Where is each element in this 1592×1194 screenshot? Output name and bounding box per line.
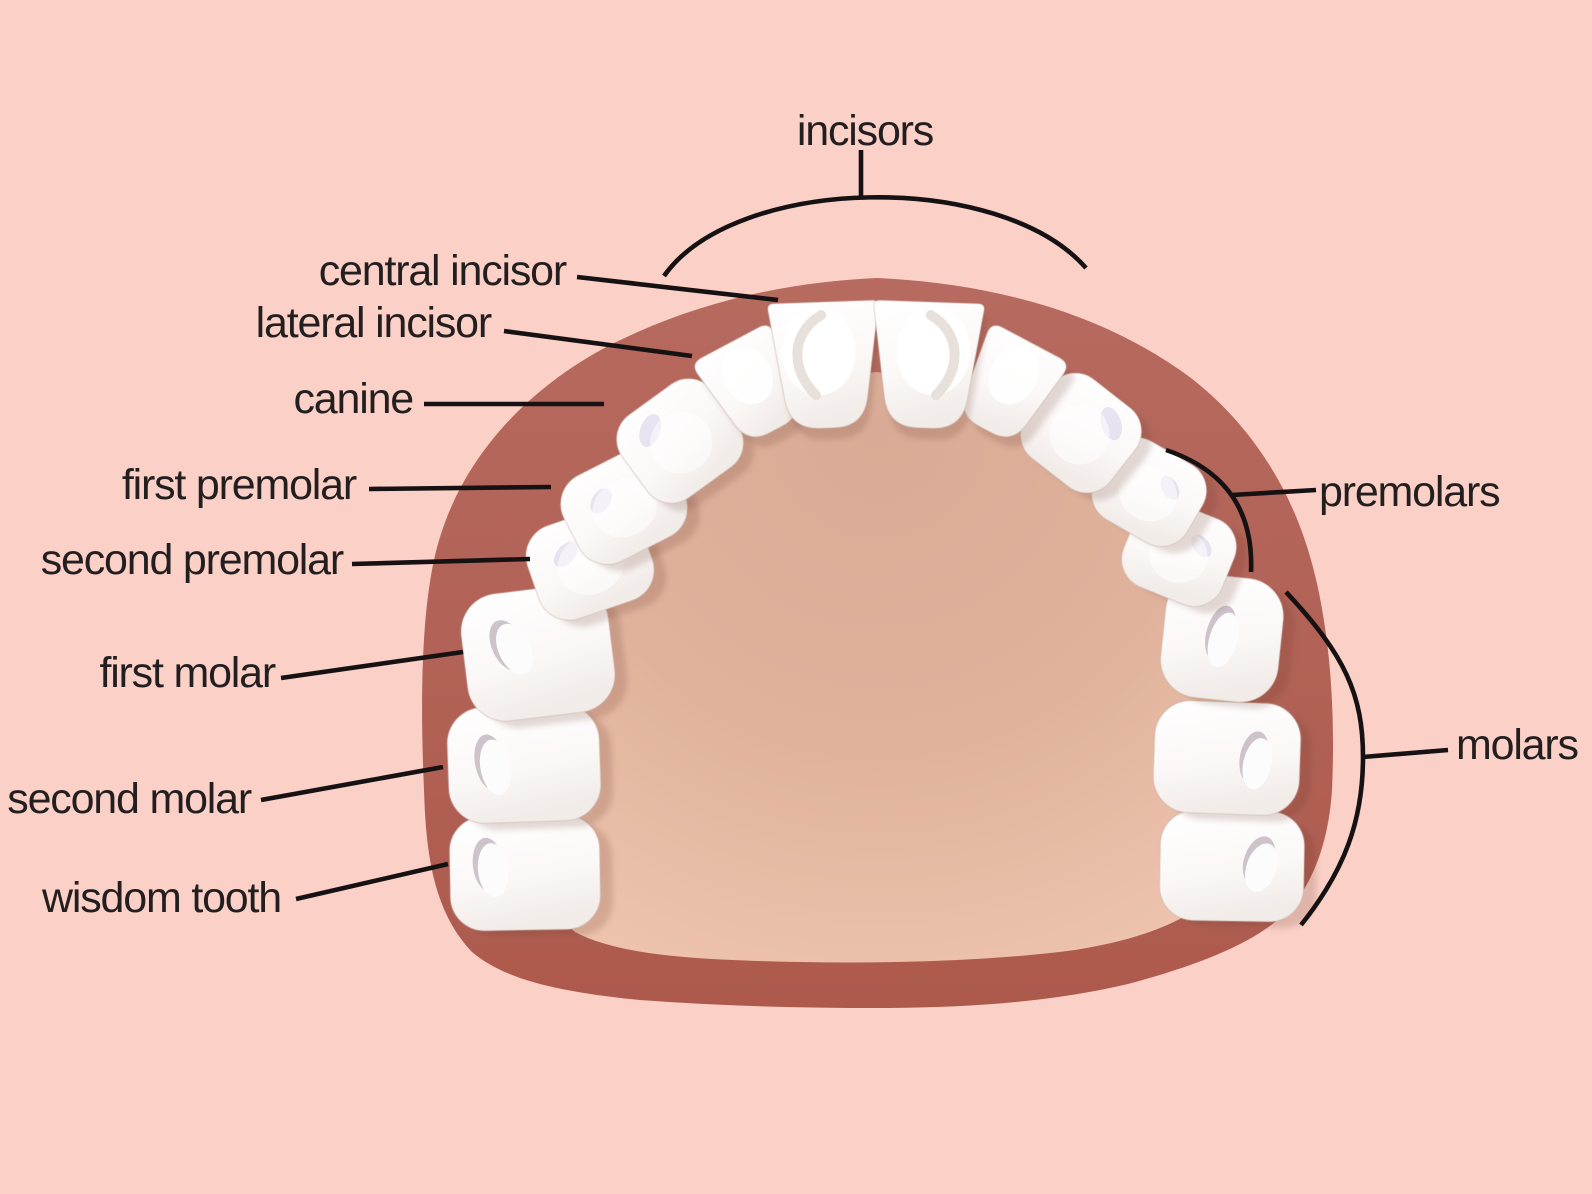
svg-text:lateral incisor: lateral incisor <box>256 299 492 347</box>
svg-text:second molar: second molar <box>7 775 252 823</box>
svg-text:central incisor: central incisor <box>319 247 567 295</box>
svg-text:canine: canine <box>293 375 413 423</box>
svg-text:molars: molars <box>1456 721 1578 769</box>
svg-text:incisors: incisors <box>797 107 933 155</box>
svg-text:first premolar: first premolar <box>122 461 357 509</box>
svg-text:second premolar: second premolar <box>41 536 344 584</box>
svg-text:premolars: premolars <box>1319 468 1499 516</box>
svg-text:first molar: first molar <box>99 649 275 697</box>
svg-text:wisdom tooth: wisdom tooth <box>41 874 281 922</box>
